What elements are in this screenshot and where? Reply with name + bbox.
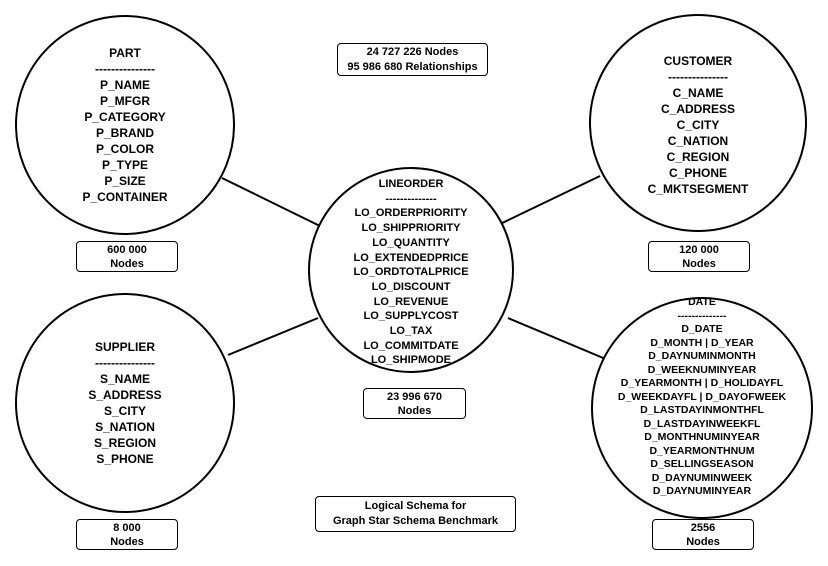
part-count-unit: Nodes	[110, 257, 144, 270]
supplier-title: SUPPLIER	[94, 340, 155, 354]
supplier-node	[15, 293, 235, 513]
date-field: D_MONTHNUMINYEAR	[644, 431, 760, 443]
part-field: P_SIZE	[104, 174, 146, 188]
supplier-count: 8 000	[113, 521, 141, 534]
edge-date-lineorder	[507, 317, 609, 361]
date-field: D_DAYNUMINYEAR	[652, 485, 752, 497]
date-field: D_WEEKNUMINYEAR	[647, 363, 757, 376]
customer-count-unit: Nodes	[682, 257, 716, 270]
date-field: D_LASTDAYINMONTHFL	[640, 404, 764, 416]
edge-part-lineorder	[221, 177, 323, 228]
lineorder-field: LO_REVENUE	[373, 295, 449, 308]
lineorder-separator: --------------	[385, 192, 437, 205]
lineorder-field: LO_QUANTITY	[372, 236, 450, 249]
lineorder-field: LO_ORDTOTALPRICE	[353, 266, 469, 279]
customer-field: C_ADDRESS	[660, 102, 735, 116]
part-count: 600 000	[107, 243, 147, 256]
supplier-field: S_REGION	[93, 436, 156, 450]
supplier-count-unit: Nodes	[110, 535, 144, 548]
customer-field: C_NAME	[672, 86, 724, 100]
caption-line-1: Logical Schema for	[364, 500, 467, 512]
date-title: DATE	[688, 296, 716, 308]
part-count-box: 600 000 Nodes	[76, 241, 178, 272]
customer-count-box: 120 000 Nodes	[648, 241, 750, 272]
lineorder-field: LO_COMMITDATE	[363, 339, 459, 352]
date-field: D_WEEKDAYFL | D_DAYOFWEEK	[617, 390, 787, 403]
date-field: D_DATE	[681, 323, 723, 335]
part-title: PART	[109, 46, 141, 60]
part-field: P_BRAND	[95, 126, 154, 140]
date-field: D_YEARMONTHNUM	[649, 444, 755, 457]
part-field: P_CONTAINER	[82, 190, 168, 204]
customer-count: 120 000	[679, 243, 719, 256]
lineorder-field: LO_TAX	[389, 325, 433, 338]
customer-field: C_MKTSEGMENT	[647, 182, 749, 196]
total-nodes: 24 727 226 Nodes	[366, 45, 459, 58]
supplier-field: S_NAME	[99, 372, 150, 386]
lineorder-count-unit: Nodes	[397, 404, 432, 417]
customer-field: C_PHONE	[668, 166, 727, 180]
part-field: P_COLOR	[95, 142, 154, 156]
supplier-field: S_ADDRESS	[88, 388, 162, 402]
date-field: D_DAYNUMINWEEK	[651, 471, 753, 484]
date-field: D_LASTDAYINWEEKFL	[643, 417, 761, 430]
customer-separator: ---------------	[668, 70, 728, 84]
date-field: D_YEARMONTH | D_HOLIDAYFL	[620, 377, 784, 389]
date-attributes: DATE -------------- D_DATE D_MONTH | D_Y…	[612, 296, 792, 499]
edge-supplier-lineorder	[227, 317, 319, 356]
customer-field: C_CITY	[676, 118, 720, 132]
date-separator: --------------	[677, 309, 727, 322]
part-field: P_CATEGORY	[84, 110, 166, 124]
lineorder-field: LO_ORDERPRIORITY	[354, 207, 468, 220]
date-field: D_SELLINGSEASON	[650, 458, 754, 470]
supplier-attributes: SUPPLIER --------------- S_NAME S_ADDRES…	[55, 339, 195, 467]
date-field: D_DAYNUMINMONTH	[648, 350, 756, 362]
customer-node	[589, 14, 807, 232]
lineorder-count: 23 996 670	[386, 390, 443, 403]
diagram-caption-box: Logical Schema for Graph Star Schema Ben…	[315, 496, 516, 532]
part-separator: ---------------	[95, 62, 155, 76]
supplier-field: S_CITY	[103, 404, 146, 418]
part-field: P_NAME	[99, 78, 150, 92]
customer-title: CUSTOMER	[663, 54, 733, 68]
date-node	[591, 297, 813, 519]
lineorder-attributes: LINEORDER -------------- LO_ORDERPRIORIT…	[336, 177, 486, 368]
date-field: D_MONTH | D_YEAR	[650, 336, 754, 349]
customer-attributes: CUSTOMER --------------- C_NAME C_ADDRES…	[623, 53, 773, 197]
caption-line-2: Graph Star Schema Benchmark	[332, 515, 499, 527]
lineorder-node	[308, 167, 514, 373]
supplier-field: S_PHONE	[96, 452, 154, 466]
part-field: P_TYPE	[101, 158, 149, 172]
supplier-count-box: 8 000 Nodes	[76, 519, 178, 550]
part-attributes: PART --------------- P_NAME P_MFGR P_CAT…	[55, 45, 195, 205]
customer-field: C_REGION	[666, 150, 730, 164]
lineorder-field: LO_SHIPPRIORITY	[361, 222, 461, 235]
date-count-unit: Nodes	[686, 535, 720, 548]
date-count: 2556	[690, 521, 716, 534]
total-relationships: 95 986 680 Relationships	[347, 60, 478, 73]
edge-customer-lineorder	[497, 175, 601, 226]
lineorder-field: LO_DISCOUNT	[371, 280, 451, 293]
lineorder-count-box: 23 996 670 Nodes	[363, 388, 466, 419]
part-field: P_MFGR	[99, 94, 150, 108]
lineorder-field: LO_SHIPMODE	[370, 354, 452, 367]
part-node	[15, 15, 235, 235]
supplier-separator: ---------------	[95, 356, 155, 370]
customer-field: C_NATION	[667, 134, 729, 148]
lineorder-title: LINEORDER	[378, 178, 444, 190]
graph-totals-box: 24 727 226 Nodes 95 986 680 Relationship…	[337, 43, 488, 76]
lineorder-field: LO_EXTENDEDPRICE	[353, 251, 469, 264]
supplier-field: S_NATION	[95, 420, 155, 434]
lineorder-field: LO_SUPPLYCOST	[363, 310, 459, 323]
date-count-box: 2556 Nodes	[652, 519, 754, 550]
